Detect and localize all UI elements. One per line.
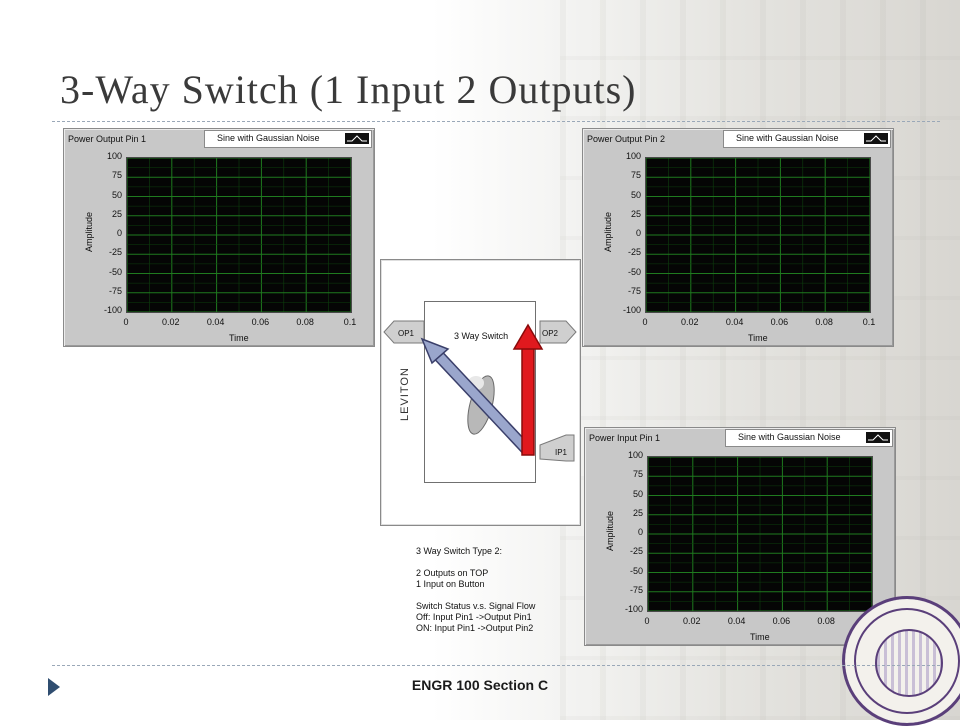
university-seal-logo	[842, 596, 960, 726]
y-tick-label: -25	[629, 546, 643, 557]
bullet-arrow-icon	[48, 678, 60, 696]
plot-grid	[646, 158, 870, 312]
plot-area	[645, 157, 871, 313]
notes-line: ON: Input Pin1 ->Output Pin2	[416, 623, 534, 633]
ip1-connector[interactable]	[539, 434, 575, 462]
graph-power-input-pin-1: Power Input Pin 1 Sine with Gaussian Noi…	[584, 427, 896, 646]
ip1-label: IP1	[555, 448, 568, 457]
slide-title: 3-Way Switch (1 Input 2 Outputs)	[60, 67, 637, 112]
plot-legend[interactable]: Sine with Gaussian Noise	[723, 130, 891, 148]
y-tick-label: -100	[103, 305, 122, 315]
y-tick-label: -100	[622, 305, 641, 315]
x-tick-label: 0.1	[343, 317, 357, 327]
plot-grid	[127, 158, 351, 312]
x-tick-label: 0.06	[251, 317, 270, 327]
x-axis-label: Time	[748, 333, 768, 343]
slide-footer: ENGR 100 Section C	[411, 677, 549, 693]
x-tick-label: 0.08	[815, 317, 833, 327]
signal-path-on-arrow	[512, 323, 544, 456]
y-tick-label: 50	[630, 189, 641, 200]
waveform-icon	[864, 133, 888, 144]
y-tick-label: 75	[632, 469, 643, 480]
y-tick-label: -50	[629, 565, 643, 576]
notes-line: Off: Input Pin1 ->Output Pin1	[416, 612, 532, 622]
legend-label: Sine with Gaussian Noise	[738, 432, 841, 442]
legend-label: Sine with Gaussian Noise	[736, 133, 839, 143]
x-tick-label: 0.06	[770, 317, 789, 327]
y-tick-label: -25	[627, 247, 641, 258]
plot-legend[interactable]: Sine with Gaussian Noise	[725, 429, 893, 447]
graph-title: Power Output Pin 2	[587, 134, 666, 144]
op1-label: OP1	[398, 329, 415, 338]
x-tick-label: 0	[123, 317, 129, 327]
x-tick-label: 0.08	[817, 616, 835, 626]
y-tick-label: 75	[111, 170, 122, 181]
notes-heading: 3 Way Switch Type 2:	[416, 546, 503, 556]
x-tick-label: 0.04	[206, 317, 225, 327]
x-tick-label: 0.04	[727, 616, 746, 626]
y-tick-label: -75	[627, 285, 641, 296]
title-divider	[52, 121, 940, 122]
op2-connector[interactable]	[539, 320, 577, 344]
plot-legend[interactable]: Sine with Gaussian Noise	[204, 130, 372, 148]
waveform-icon	[345, 133, 369, 144]
y-tick-label: 25	[630, 208, 641, 219]
y-tick-label: 0	[635, 228, 641, 238]
legend-label: Sine with Gaussian Noise	[217, 133, 320, 143]
notes-line: 1 Input on Button	[416, 579, 485, 589]
x-tick-label: 0	[644, 616, 650, 626]
x-tick-label: 0.06	[772, 616, 791, 626]
y-tick-label: -100	[624, 604, 643, 614]
y-tick-label: 25	[111, 208, 122, 219]
waveform-icon	[866, 432, 890, 443]
y-tick-label: -50	[108, 266, 122, 277]
x-tick-label: 0.02	[681, 317, 699, 327]
signal-path-off-arrow	[420, 337, 533, 456]
switch-label: 3 Way Switch	[454, 331, 509, 341]
op2-label: OP2	[542, 329, 559, 338]
y-tick-label: 50	[632, 488, 643, 499]
y-tick-label: -75	[629, 584, 643, 595]
x-tick-label: 0.02	[683, 616, 701, 626]
y-tick-label: 75	[630, 170, 641, 181]
graph-title: Power Input Pin 1	[589, 433, 661, 443]
x-tick-label: 0	[642, 317, 648, 327]
y-axis-label: Amplitude	[603, 211, 613, 253]
y-tick-label: -50	[627, 266, 641, 277]
notes-line: 2 Outputs on TOP	[416, 568, 489, 578]
x-tick-label: 0.08	[296, 317, 314, 327]
y-tick-label: 0	[116, 228, 122, 238]
y-tick-label: 0	[637, 527, 643, 537]
y-tick-label: 25	[632, 507, 643, 518]
y-tick-label: -75	[108, 285, 122, 296]
x-axis-label: Time	[750, 632, 770, 642]
graph-title: Power Output Pin 1	[68, 134, 147, 144]
op1-connector[interactable]	[383, 320, 425, 344]
x-tick-label: 0.04	[725, 317, 744, 327]
footer-divider	[52, 665, 940, 666]
y-tick-label: 100	[625, 151, 641, 161]
y-axis-label: Amplitude	[605, 510, 615, 552]
seal-emblem	[875, 629, 943, 697]
graph-power-output-pin-1: Power Output Pin 1 Sine with Gaussian No…	[63, 128, 375, 347]
x-tick-label: 0.1	[862, 317, 876, 327]
y-tick-label: 100	[106, 151, 122, 161]
y-tick-label: -25	[108, 247, 122, 258]
plot-area	[126, 157, 352, 313]
y-axis-label: Amplitude	[84, 211, 94, 253]
graph-power-output-pin-2: Power Output Pin 2 Sine with Gaussian No…	[582, 128, 894, 347]
plot-area	[647, 456, 873, 612]
plot-grid	[648, 457, 872, 611]
x-tick-label: 0.02	[162, 317, 180, 327]
y-tick-label: 100	[627, 450, 643, 460]
x-axis-label: Time	[229, 333, 249, 343]
switch-diagram: OP1 OP2 IP1	[383, 320, 577, 462]
notes-line: Switch Status v.s. Signal Flow	[416, 601, 536, 611]
y-tick-label: 50	[111, 189, 122, 200]
